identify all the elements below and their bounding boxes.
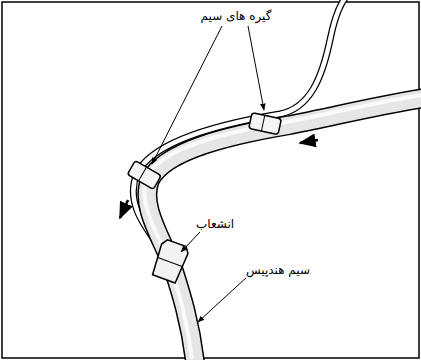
slide-arrow — [120, 200, 128, 218]
slide-arrow — [300, 140, 318, 143]
part-label: انشعاب — [193, 216, 237, 232]
branch-sleeve — [151, 238, 190, 283]
frame — [2, 2, 419, 358]
wire-clip — [249, 113, 282, 135]
handpiece-cable — [144, 95, 421, 360]
part-label: سیم هندپیس — [243, 262, 313, 278]
part-label: گیره های سیم — [198, 8, 275, 24]
wire-clip — [127, 161, 161, 190]
